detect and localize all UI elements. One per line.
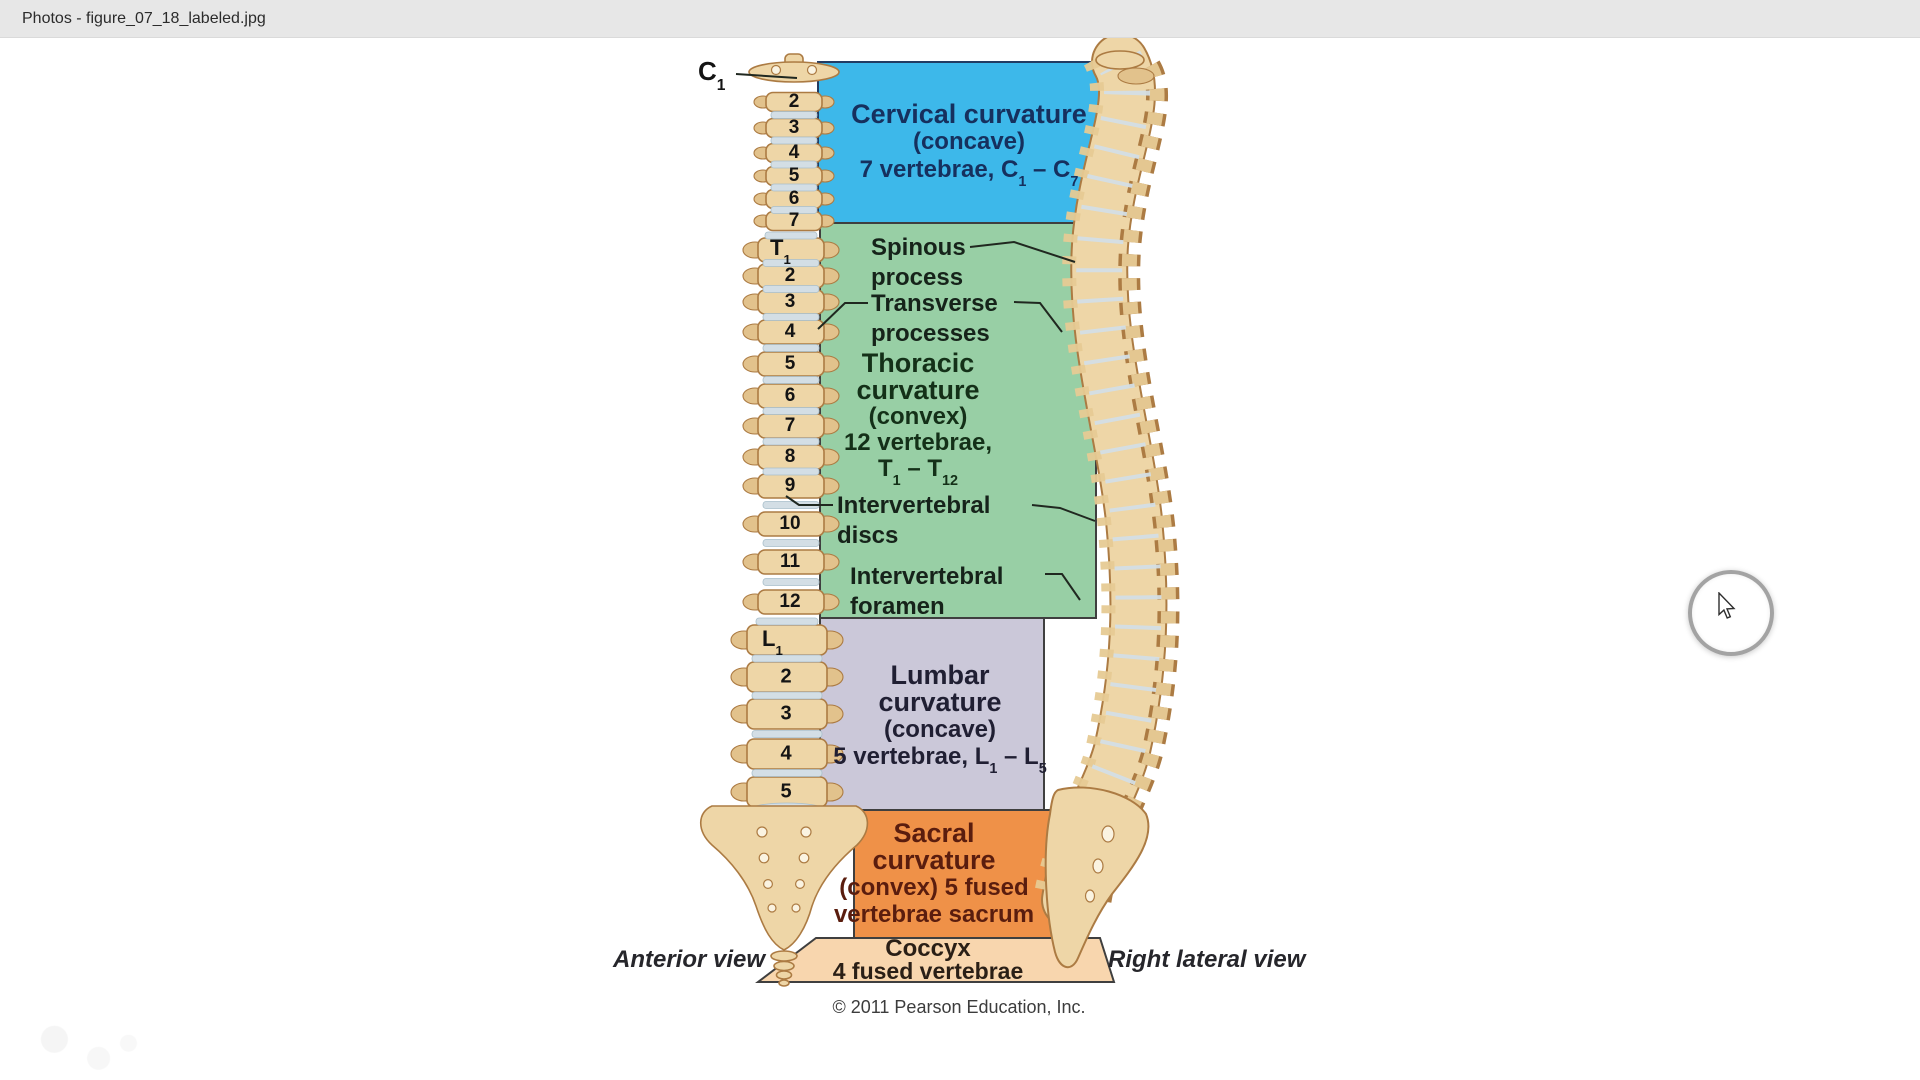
thoracic-vertebra-number: 3 xyxy=(784,291,796,312)
cervical-vertebra-number: 2 xyxy=(788,91,800,112)
transverse-line-2: processes xyxy=(871,320,990,347)
sacral-curvature-label: Sacral curvature (convex) 5 fused verteb… xyxy=(814,818,1054,929)
spinous-line-2: process xyxy=(871,264,964,291)
thoracic-vertebra-number: 2 xyxy=(784,265,796,286)
thoracic-title-1: Thoracic xyxy=(861,348,975,378)
cervical-detail: 7 vertebrae, C1 – C7 xyxy=(859,156,1079,191)
cursor-click-ring xyxy=(1688,570,1774,656)
intervertebral-foramen-callout: Intervertebral foramen xyxy=(850,562,1003,622)
window-title: Photos - figure_07_18_labeled.jpg xyxy=(22,9,266,27)
foramen-line-2: foramen xyxy=(850,593,945,620)
coccyx-detail: 4 fused vertebrae xyxy=(832,958,1024,984)
intervertebral-foramen-leader-line xyxy=(1045,573,1081,601)
thoracic-vertebra-number: 11 xyxy=(779,551,801,572)
transverse-process-left-leader-line xyxy=(817,302,868,330)
coccyx-label: Coccyx 4 fused vertebrae xyxy=(808,937,1048,983)
thoracic-curvature-label: Thoracic curvature (convex) 12 vertebrae… xyxy=(793,348,1043,490)
thoracic-title-2: curvature xyxy=(856,375,980,405)
lumbar-curvature-label: Lumbar curvature (concave) 5 vertebrae, … xyxy=(800,660,1080,778)
cervical-title: Cervical curvature xyxy=(851,99,1087,129)
cervical-vertebra-number: 6 xyxy=(788,188,800,209)
title-bar: Photos - figure_07_18_labeled.jpg xyxy=(0,0,1920,38)
lumbar-title-1: Lumbar xyxy=(890,660,990,690)
cervical-vertebra-number: 3 xyxy=(788,117,800,138)
l1-label: L1 xyxy=(762,626,783,658)
discs-line-1: Intervertebral xyxy=(837,492,991,519)
anterior-view-caption: Anterior view xyxy=(613,946,766,973)
intervertebral-discs-callout: Intervertebral discs xyxy=(837,491,990,551)
lumbar-detail: 5 vertebrae, L1 – L5 xyxy=(833,743,1047,778)
t1-label: T1 xyxy=(770,235,791,267)
thoracic-vertebra-number: 5 xyxy=(784,353,796,374)
cervical-shape: (concave) xyxy=(912,128,1026,155)
lateral-spine-illustration xyxy=(1033,33,1180,968)
cervical-vertebra-number: 4 xyxy=(788,142,800,163)
intervertebral-discs-right-leader-line xyxy=(1031,504,1096,522)
intervertebral-discs-left-leader-line xyxy=(785,495,833,506)
discs-line-2: discs xyxy=(837,522,899,549)
spinous-line-1: Spinous xyxy=(871,234,966,261)
foramen-line-1: Intervertebral xyxy=(850,563,1004,590)
cervical-vertebra-number: 7 xyxy=(788,210,800,231)
lumbar-vertebra-number: 5 xyxy=(780,780,792,803)
sacral-title-2: curvature xyxy=(872,845,996,875)
right-lateral-view-caption: Right lateral view xyxy=(1108,946,1306,973)
lumbar-vertebra-number: 2 xyxy=(780,665,792,688)
thoracic-detail-2: T1 – T12 xyxy=(877,455,959,490)
spinous-process-callout: Spinous process xyxy=(871,233,966,293)
spinous-process-leader-line xyxy=(969,240,1076,263)
thoracic-vertebra-number: 6 xyxy=(784,385,796,406)
cervical-curvature-label: Cervical curvature (concave) 7 vertebrae… xyxy=(824,99,1114,191)
thoracic-detail-1: 12 vertebrae, xyxy=(843,429,993,456)
cervical-vertebra-number: 5 xyxy=(788,165,800,186)
mouse-cursor-icon xyxy=(1718,592,1736,619)
transverse-line-1: Transverse xyxy=(871,290,998,317)
thoracic-vertebra-number: 4 xyxy=(784,321,796,342)
watermark xyxy=(18,1018,148,1074)
sacral-title-1: Sacral xyxy=(893,818,975,848)
thoracic-vertebra-number: 12 xyxy=(779,591,801,612)
copyright-credit: © 2011 Pearson Education, Inc. xyxy=(832,997,1086,1017)
thoracic-vertebra-number: 7 xyxy=(784,415,796,436)
coccyx-title: Coccyx xyxy=(885,935,971,962)
lumbar-vertebra-number: 3 xyxy=(780,702,792,725)
c1-label: C1 xyxy=(698,56,726,95)
thoracic-vertebra-number: 8 xyxy=(784,446,796,467)
lumbar-title-2: curvature xyxy=(878,687,1002,717)
thoracic-vertebra-number: 9 xyxy=(784,475,796,496)
sacral-detail-2: vertebrae sacrum xyxy=(833,901,1035,928)
thoracic-shape: (convex) xyxy=(868,403,968,430)
lumbar-vertebra-number: 4 xyxy=(780,742,792,765)
transverse-process-right-leader-line xyxy=(1013,301,1063,333)
lumbar-shape: (concave) xyxy=(883,716,997,743)
c1-leader-line xyxy=(735,73,798,79)
thoracic-vertebra-number: 10 xyxy=(779,513,801,534)
transverse-processes-callout: Transverse processes xyxy=(871,289,998,349)
sacral-detail-1: (convex) 5 fused xyxy=(839,874,1029,901)
